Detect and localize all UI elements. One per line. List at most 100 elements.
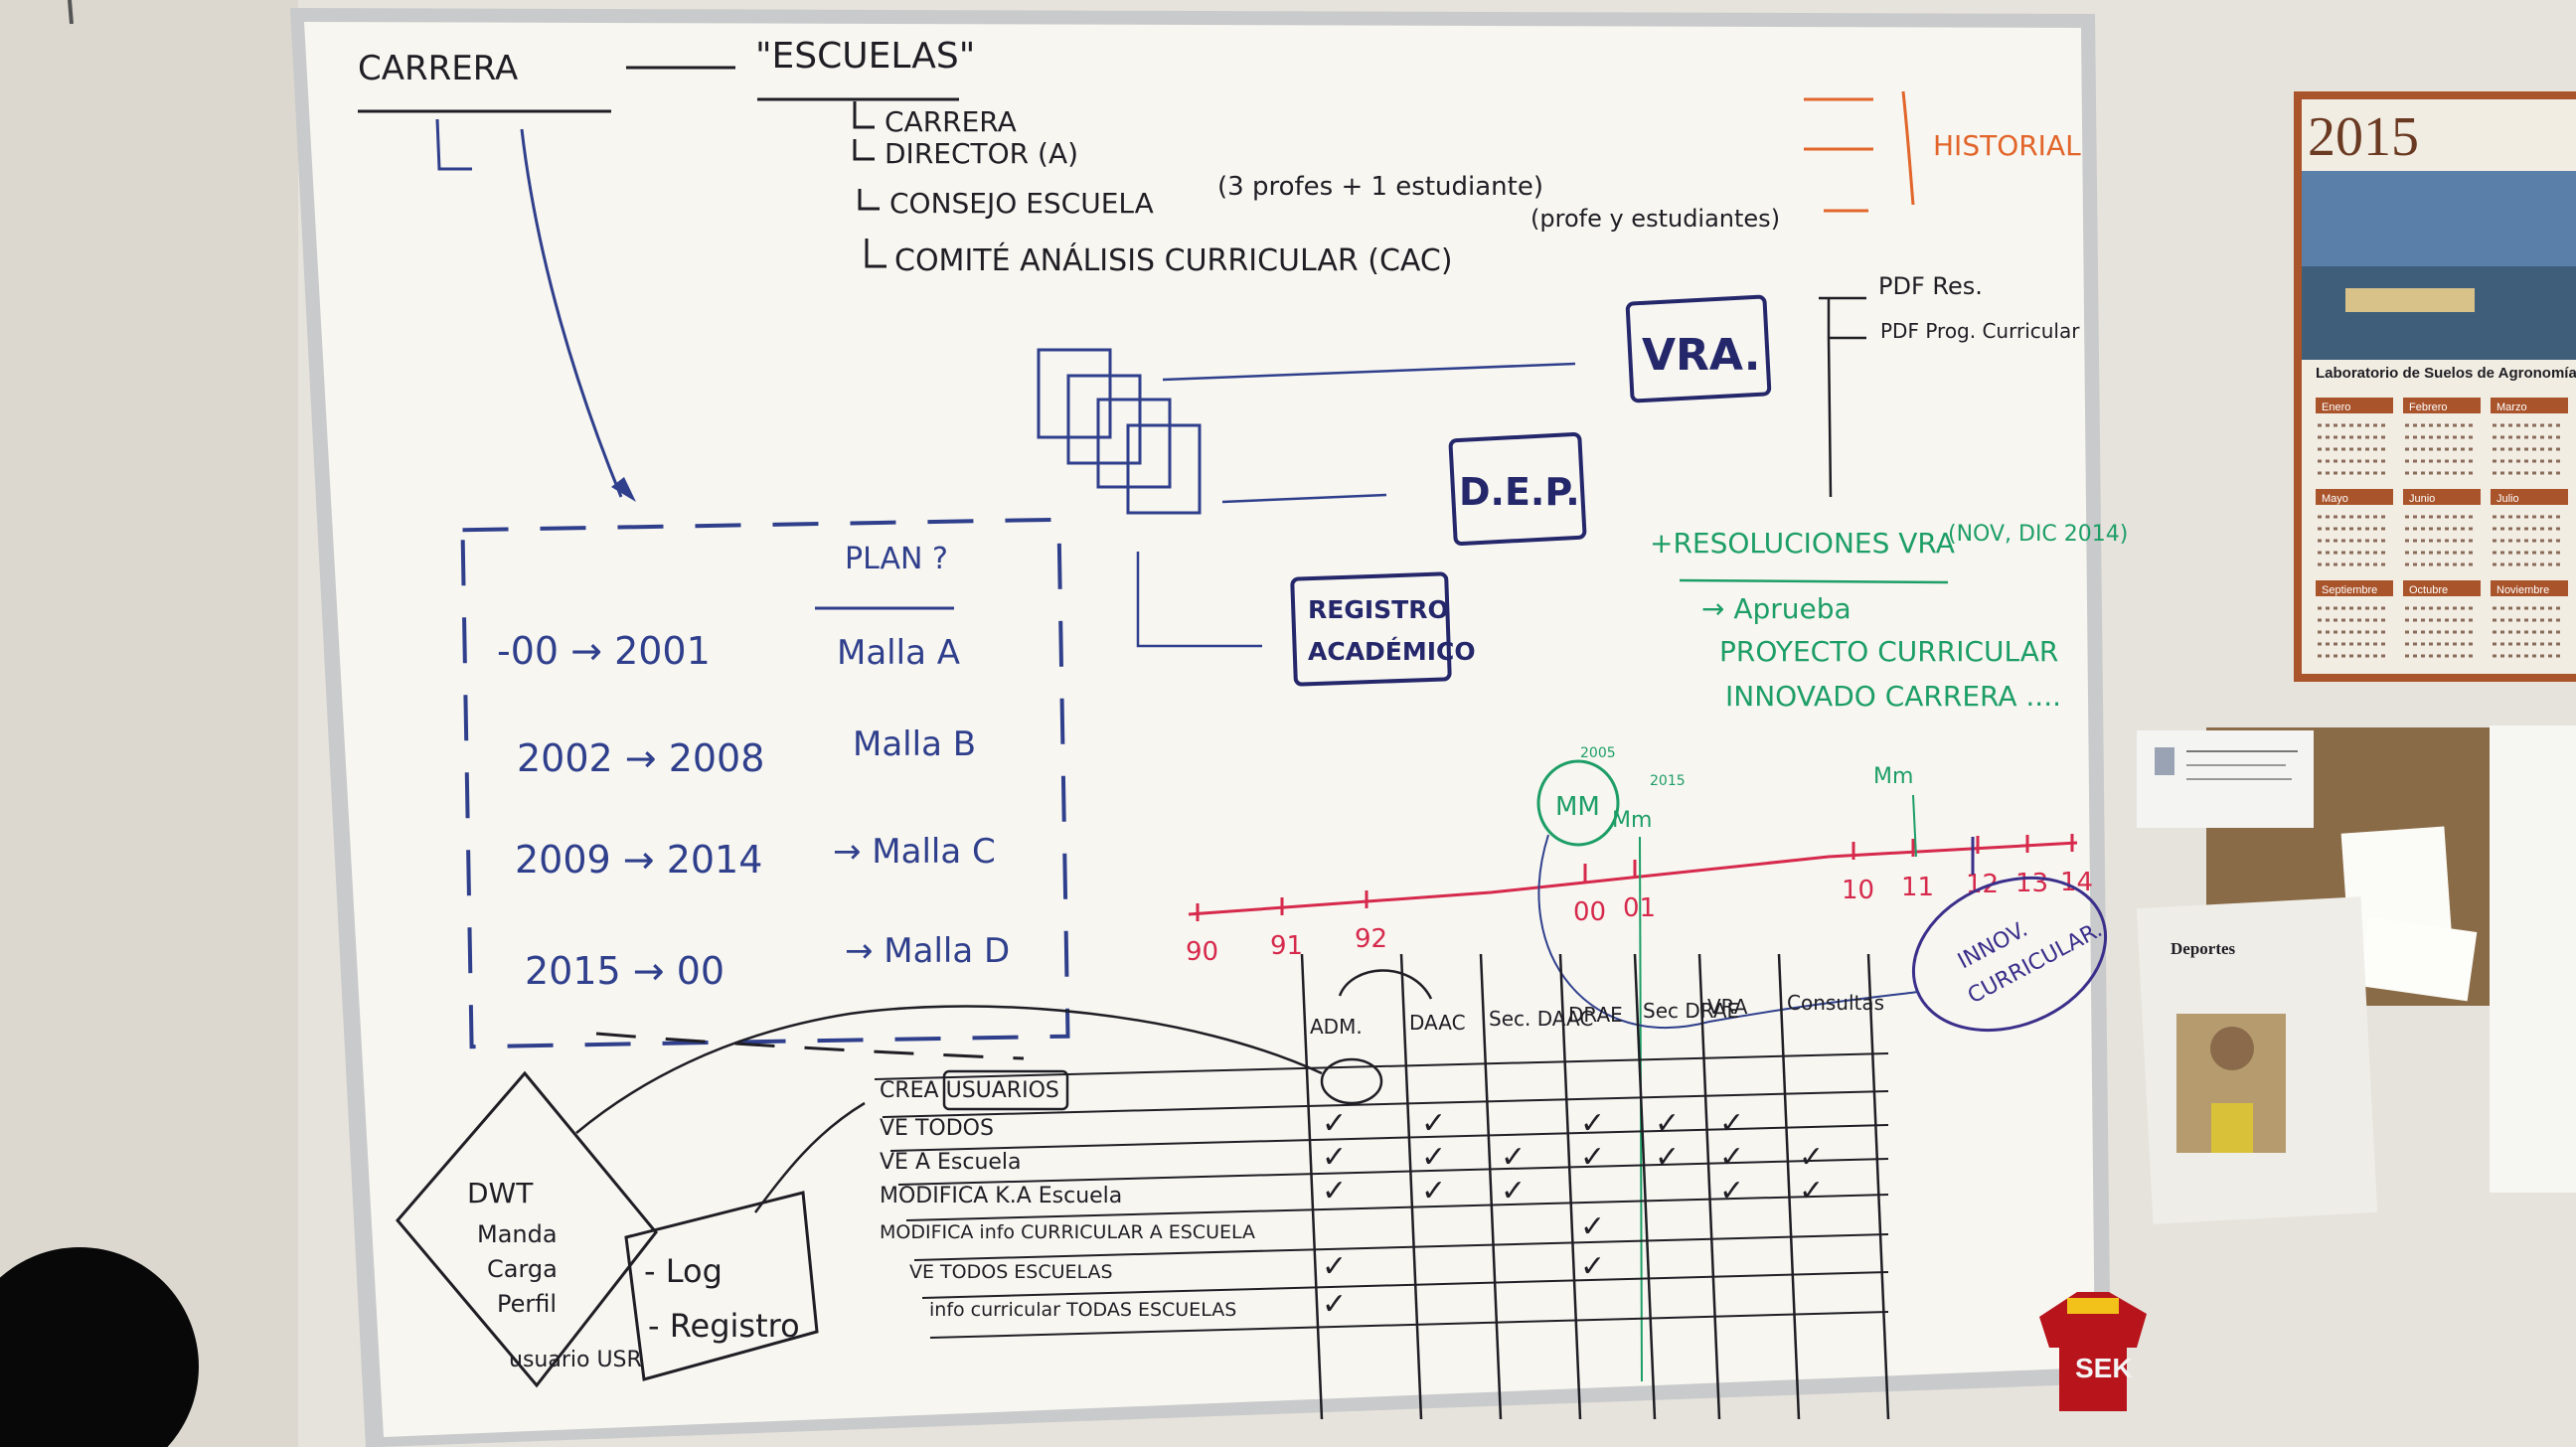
dep-box: D.E.P. — [1448, 431, 1587, 547]
consejo-note: (3 profes + 1 estudiante) — [1217, 172, 1543, 202]
timeline-tick-label: 00 — [1573, 897, 1606, 927]
calendar-month-header — [2491, 580, 2568, 596]
table-column-line — [1300, 953, 1324, 1420]
permissions-checkmarks: ✓✓✓✓✓✓✓✓✓✓✓✓✓✓✓✓✓✓✓✓✓ — [1322, 1106, 1824, 1322]
pdf-prog-label: PDF Prog. Curricular — [1880, 319, 2080, 343]
resoluciones-line: → Aprueba — [1701, 592, 1852, 625]
comite-note: (profe y estudiantes) — [1530, 205, 1780, 233]
perfil-line: Manda — [477, 1220, 558, 1248]
calendar-month-header — [2403, 398, 2481, 413]
calendar-month-header — [2491, 489, 2568, 505]
table-row-label: VE TODOS — [880, 1116, 994, 1141]
newspaper-clipping: Deportes — [2136, 896, 2378, 1224]
table-column-line — [1479, 953, 1503, 1420]
checkmark-icon: ✓ — [1719, 1174, 1744, 1208]
calendar-month-header — [2403, 580, 2481, 596]
whiteboard — [290, 8, 2111, 1447]
newspaper-section: Deportes — [2171, 939, 2236, 958]
table-row-line — [897, 1158, 1889, 1186]
log-box: - Log - Registro — [624, 1191, 819, 1381]
checkmark-icon: ✓ — [1580, 1106, 1605, 1141]
calendar-month-name: Enero — [2322, 402, 2350, 413]
calendar-month-header — [2491, 398, 2568, 413]
plan-malla: → Malla D — [845, 931, 1010, 971]
timeline-mark-note: 2015 — [1650, 773, 1686, 789]
checkmark-icon: ✓ — [1501, 1174, 1526, 1208]
table-row-line — [874, 1052, 1889, 1080]
whiteboard-surface — [304, 22, 2095, 1437]
registro-label: ACADÉMICO — [1308, 637, 1476, 666]
timeline-tick-label: 92 — [1355, 924, 1387, 954]
mark-circle — [1536, 759, 1620, 847]
resoluciones-title: +RESOLUCIONES VRA — [1650, 527, 1955, 560]
calendar-month-name: Julio — [2496, 493, 2519, 505]
orange-brace — [1901, 90, 1915, 206]
resoluciones-line: PROYECTO CURRICULAR — [1719, 635, 2058, 668]
timeline-tick-label: 11 — [1901, 873, 1934, 902]
perfil-box: DWT Manda Carga Perfil usuario USR — [396, 1070, 658, 1388]
table-row-label: VE A Escuela — [880, 1150, 1022, 1175]
calendar-month-name: Noviembre — [2496, 584, 2549, 596]
arrow-to-vra — [1162, 362, 1576, 382]
plan-malla: → Malla C — [833, 832, 996, 872]
timeline-mark: MM — [1555, 792, 1600, 822]
table-row-label: MODIFICA info CURRICULAR A ESCUELA — [880, 1221, 1255, 1243]
table-column-header: ADM. — [1310, 1015, 1363, 1039]
vra-label: VRA. — [1642, 330, 1761, 381]
plan-header: PLAN ? — [845, 542, 948, 576]
table-column-line — [1777, 953, 1801, 1420]
plan-malla: Malla A — [837, 633, 960, 673]
curve-to-sidebox — [575, 1005, 1323, 1134]
calendar-month-header — [2316, 398, 2393, 413]
usuarios-box — [942, 1069, 1069, 1111]
timeline-mark: Mm — [1612, 808, 1652, 833]
arrow-to-dep — [1221, 493, 1387, 504]
perfil-line: DWT — [467, 1177, 534, 1209]
plan-range: 2015 → 00 — [525, 949, 724, 993]
jersey-figurine: SEK — [2039, 1292, 2147, 1411]
vra-box: VRA. — [1625, 294, 1772, 403]
permissions-grid-lines — [874, 953, 1890, 1420]
timeline-tick-label: 91 — [1270, 931, 1303, 961]
swap-arrow-icon — [1338, 969, 1433, 1000]
resoluciones-date: (NOV, DIC 2014) — [1948, 522, 2128, 547]
log-line: - Registro — [648, 1307, 800, 1345]
plan-range: 2009 → 2014 — [515, 838, 762, 882]
pdf-res-label: PDF Res. — [1878, 272, 1983, 300]
checkmark-icon: ✓ — [1421, 1140, 1446, 1175]
table-row-label: CREA USUARIOS — [880, 1078, 1059, 1103]
checkmark-icon: ✓ — [1580, 1140, 1605, 1175]
checkmark-icon: ✓ — [1322, 1140, 1347, 1175]
checkmark-icon: ✓ — [1655, 1106, 1680, 1141]
arrowhead-icon — [611, 477, 636, 502]
timeline-tick-label: 13 — [2015, 869, 2048, 898]
table-column-line — [1399, 953, 1423, 1420]
table-column-header: Sec. DAAC — [1489, 1007, 1593, 1031]
calendar-month-name: Febrero — [2409, 402, 2448, 413]
checkmark-icon: ✓ — [1322, 1287, 1347, 1322]
calendar-year: 2015 — [2308, 106, 2419, 168]
document-stack-icon — [1037, 348, 1202, 515]
hierarchy-item: DIRECTOR (A) — [885, 137, 1078, 170]
table-column-header: DRAE — [1568, 1003, 1623, 1027]
l-branch-icon — [435, 118, 472, 171]
checkmark-icon: ✓ — [1322, 1106, 1347, 1141]
calendar-month-name: Septiembre — [2322, 584, 2377, 596]
table-column-line — [1558, 953, 1582, 1420]
table-row-line — [905, 1194, 1889, 1221]
header-tag: "ESCUELAS" — [755, 36, 975, 77]
arrow-to-plan-box — [520, 128, 623, 498]
historial-annotation: HISTORIAL — [1804, 90, 2081, 213]
calendar-month-name: Octubre — [2409, 584, 2448, 596]
table-column-header: Sec DRAE — [1643, 999, 1739, 1023]
paper-sheet — [2490, 725, 2576, 1193]
historial-label: HISTORIAL — [1933, 129, 2081, 162]
registro-label: REGISTRO — [1308, 595, 1449, 624]
branch-icon — [865, 239, 886, 268]
table-row-line — [913, 1233, 1889, 1261]
checkmark-icon: ✓ — [1421, 1106, 1446, 1141]
plan-range: 2002 → 2008 — [517, 736, 764, 780]
